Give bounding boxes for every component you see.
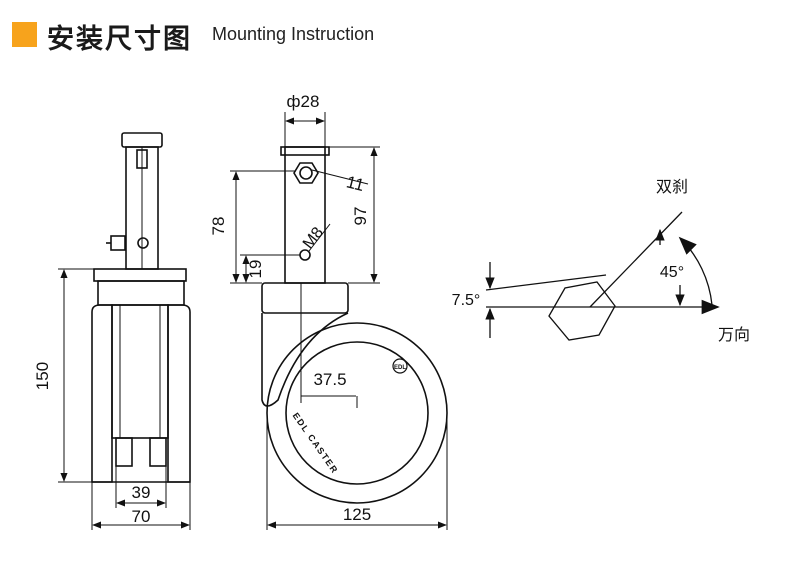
- angle-view: [485, 211, 720, 341]
- header: 安装尺寸图 Mounting Instruction: [0, 0, 789, 60]
- wheel-logo: EDL: [392, 358, 408, 374]
- side-dim-bolt-offset: 19: [246, 260, 265, 279]
- side-top-plate: [261, 282, 349, 314]
- page-subtitle: Mounting Instruction: [212, 24, 375, 44]
- header-accent-square: [12, 22, 37, 47]
- angle-small-line: [485, 274, 607, 291]
- front-stem-cap: [121, 132, 163, 148]
- side-fork: [261, 312, 349, 407]
- angle-label-direction: 万向: [718, 326, 750, 344]
- side-label-thread: M8: [300, 224, 327, 252]
- side-label-hex-bolt: 11: [344, 172, 366, 195]
- wheel-logo-text: EDL: [394, 365, 406, 371]
- page-title: 安装尺寸图: [47, 24, 192, 55]
- front-stem-slot: [136, 149, 148, 169]
- side-hex-bolt: [293, 162, 319, 184]
- angle-brake-line: [589, 211, 683, 308]
- wheel-brand-text: EDL CASTER: [291, 411, 341, 476]
- front-wheel: [111, 304, 169, 439]
- side-dim-wheel-diameter: 125: [343, 505, 371, 524]
- side-m8-hole: [299, 249, 311, 261]
- front-stem-hole: [137, 237, 149, 249]
- front-side-bolt: [110, 235, 126, 251]
- side-dim-total-height: 97: [351, 207, 370, 226]
- front-dimensions: [58, 268, 191, 530]
- side-stem-collar: [280, 146, 330, 156]
- side-wheel-inner: [285, 341, 429, 485]
- front-fork-right: [167, 304, 191, 483]
- front-dim-height: 150: [33, 362, 52, 390]
- front-fork-left: [91, 304, 113, 483]
- angle-hexagon: [548, 281, 616, 341]
- front-dim-inner-width: 39: [132, 483, 151, 502]
- front-wheel-tab-left: [115, 437, 133, 467]
- side-dim-stem-diameter: ф28: [287, 92, 320, 111]
- front-view: [91, 132, 191, 483]
- side-dim-offset: 37.5: [313, 370, 346, 389]
- front-top-plate: [93, 268, 187, 282]
- angle-large-arc: [678, 236, 713, 306]
- angle-label-brake: 双刹: [656, 178, 688, 196]
- front-dim-outer-width: 70: [132, 507, 151, 526]
- side-dim-stem-length: 78: [209, 217, 228, 236]
- angle-label-large: 45°: [660, 264, 684, 281]
- front-fork-top: [97, 280, 185, 306]
- angle-label-small: 7.5°: [452, 292, 481, 309]
- side-view: [261, 146, 448, 504]
- front-wheel-tab-right: [149, 437, 167, 467]
- side-dimensions: [230, 112, 448, 530]
